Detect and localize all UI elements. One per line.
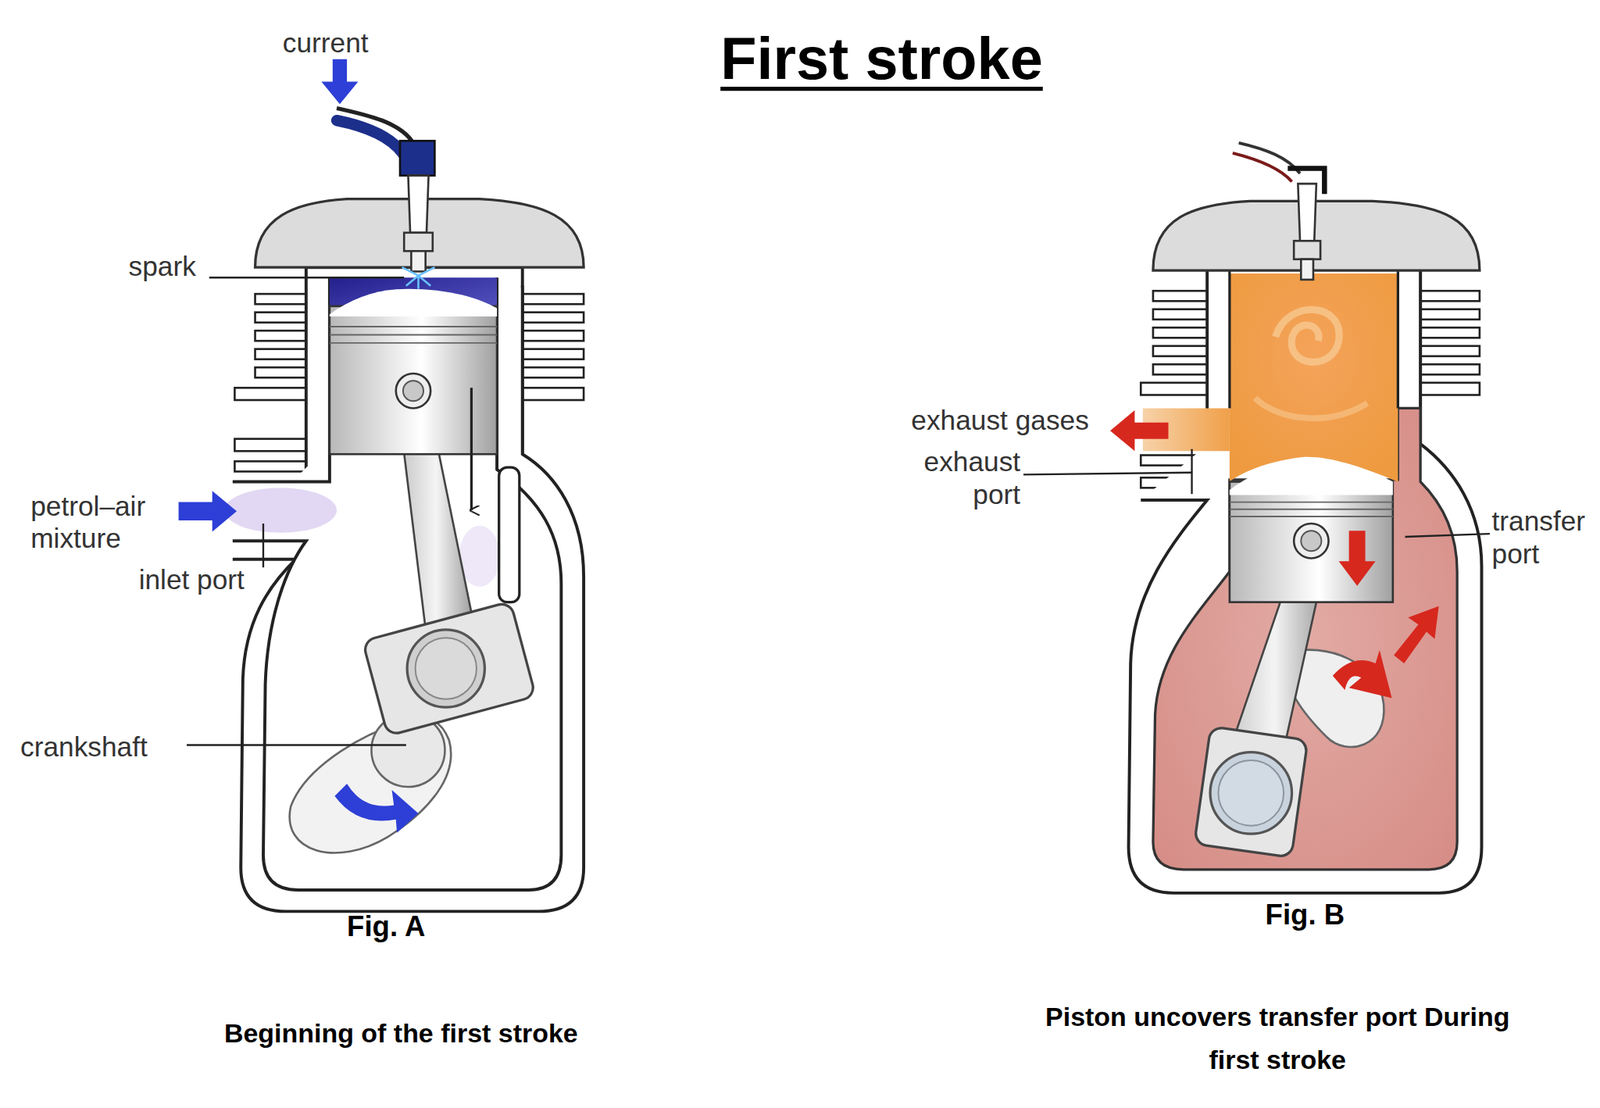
gudgeon-pin bbox=[1300, 530, 1322, 551]
bore-wall bbox=[1228, 267, 1231, 408]
spark-symbol bbox=[402, 267, 436, 289]
leader-line bbox=[1023, 472, 1193, 475]
crankcase-outer bbox=[1128, 267, 1483, 893]
piston bbox=[1229, 481, 1393, 602]
page-title: First stroke bbox=[575, 24, 1189, 92]
flow-arrow bbox=[1332, 650, 1393, 698]
spark-plug bbox=[403, 232, 433, 252]
gudgeon-pin bbox=[403, 380, 424, 401]
crank-pin bbox=[1210, 752, 1292, 834]
spark-ray bbox=[418, 267, 436, 275]
spark-plug bbox=[1300, 259, 1314, 280]
spark-plug bbox=[407, 175, 429, 233]
crank-pin bbox=[1218, 760, 1285, 826]
flow-arrow bbox=[1393, 606, 1439, 664]
mixture-haze bbox=[459, 525, 500, 587]
leader-line bbox=[262, 523, 265, 568]
part-label: inlet port bbox=[139, 564, 293, 596]
figure-caption: Piston uncovers transfer port During fir… bbox=[1032, 994, 1523, 1081]
piston-ring bbox=[329, 342, 497, 344]
leader-line bbox=[1190, 449, 1193, 494]
leader-line bbox=[1405, 533, 1490, 537]
flow-label: exhaust gases bbox=[910, 405, 1115, 437]
engine-a bbox=[178, 59, 585, 912]
spark-plug bbox=[1293, 240, 1321, 260]
current-arrow bbox=[321, 59, 358, 104]
compressed-mixture bbox=[329, 277, 497, 318]
signal-label: current bbox=[282, 27, 426, 59]
cylinder-barrel bbox=[1207, 267, 1421, 500]
figure-label: Fig. A bbox=[346, 910, 460, 943]
piston-ring bbox=[1229, 515, 1393, 518]
gudgeon-pin bbox=[396, 373, 431, 408]
piston-ring bbox=[1229, 508, 1393, 511]
part-label: crankshaft bbox=[20, 731, 194, 763]
mixture-haze bbox=[224, 487, 337, 533]
piston-crown bbox=[1229, 459, 1393, 496]
engine-b bbox=[1023, 142, 1490, 893]
cylinder-barrel bbox=[306, 267, 523, 482]
plug-cap bbox=[400, 140, 435, 175]
bore-wall bbox=[232, 277, 330, 482]
big-end bbox=[362, 601, 536, 736]
part-label: transfer port bbox=[1492, 505, 1600, 572]
spark-ray bbox=[402, 267, 419, 275]
piston-ring bbox=[1229, 501, 1393, 504]
spark-ray bbox=[406, 275, 419, 286]
flow-label: petrol–air mixture bbox=[30, 489, 184, 556]
bore-wall bbox=[1396, 267, 1400, 408]
part-label: exhaust port bbox=[897, 446, 1021, 512]
transfer-passage bbox=[499, 467, 520, 602]
exhaust-arrow bbox=[1110, 410, 1168, 451]
ht-lead bbox=[336, 107, 414, 143]
piston-crown bbox=[329, 289, 497, 317]
leader-line bbox=[186, 743, 407, 746]
motion-arrow bbox=[470, 387, 473, 511]
crank-pin bbox=[415, 637, 477, 699]
big-end bbox=[1194, 726, 1308, 858]
spark-plug bbox=[1297, 183, 1317, 241]
gas-swirl bbox=[1255, 397, 1368, 418]
spark-plug bbox=[410, 250, 425, 272]
rotation-arrow bbox=[334, 783, 418, 833]
part-label: spark bbox=[128, 250, 222, 283]
gas-swirl bbox=[1275, 309, 1340, 362]
motion-arrow bbox=[1339, 530, 1376, 586]
mixture-arrow bbox=[178, 490, 237, 532]
figure-label: Fig. B bbox=[1265, 899, 1379, 933]
piston-ring bbox=[329, 333, 497, 336]
spark-ray bbox=[417, 275, 420, 290]
spark-ray bbox=[418, 275, 432, 286]
piston-ring bbox=[329, 325, 497, 328]
burnt-gases bbox=[1229, 273, 1399, 482]
crankcase-mixture bbox=[1153, 407, 1458, 869]
crankcase-inner bbox=[232, 277, 562, 890]
gudgeon-pin bbox=[1293, 523, 1329, 558]
figure-caption: Beginning of the first stroke bbox=[105, 1015, 698, 1050]
leader-line bbox=[209, 276, 404, 279]
crank-pin bbox=[407, 629, 485, 708]
